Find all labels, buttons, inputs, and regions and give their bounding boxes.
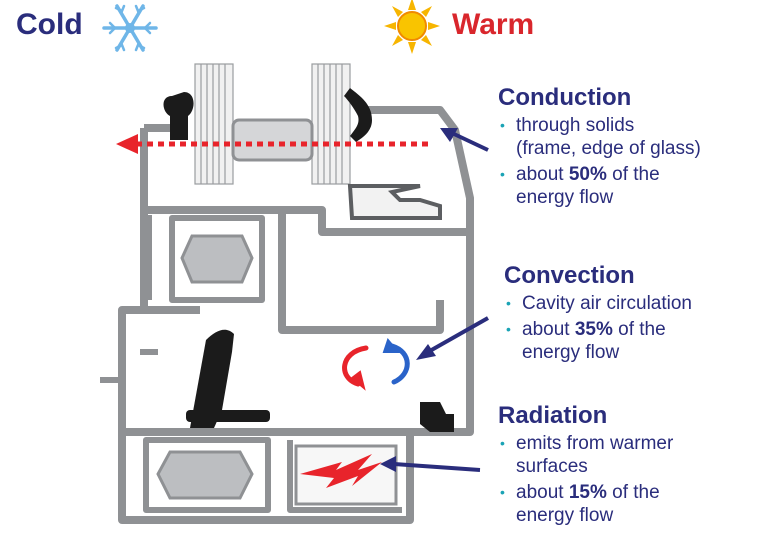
- radiation-title: Radiation: [498, 402, 608, 429]
- conduction-title: Conduction: [498, 84, 632, 111]
- convection-percent: 35%: [574, 319, 613, 340]
- frame-profile: [100, 106, 474, 524]
- conduction-bullet-solids: through solids (frame, edge of glass): [498, 114, 760, 160]
- convection-title: Convection: [504, 262, 635, 289]
- radiation-bullet-emits: emits from warmer surfaces: [498, 432, 760, 478]
- radiation-bolt: [300, 454, 382, 488]
- conduction-heat-arrow: [116, 134, 430, 154]
- conduction-percent: 50%: [568, 164, 607, 185]
- sun-icon: [384, 0, 440, 54]
- convection-bullet-cavity: Cavity air circulation: [504, 292, 762, 315]
- conduction-section: Conduction through solids (frame, edge o…: [498, 84, 760, 212]
- glazing-bead: [347, 184, 442, 220]
- snowflake-icon: [102, 4, 158, 52]
- glass-unit: [194, 63, 351, 185]
- convection-circulation-arrows: [342, 337, 410, 391]
- warm-label: Warm: [452, 8, 535, 41]
- convection-section: Convection Cavity air circulation about …: [504, 262, 762, 367]
- conduction-bullet-share: about 50% of the energy flow: [498, 163, 760, 209]
- cold-label: Cold: [16, 8, 83, 41]
- radiation-percent: 15%: [568, 482, 607, 503]
- pointer-arrows: [380, 128, 489, 472]
- radiation-bullet-share: about 15% of the energy flow: [498, 481, 760, 527]
- gaskets: [163, 88, 454, 432]
- convection-bullet-share: about 35% of the energy flow: [504, 318, 762, 364]
- radiation-section: Radiation emits from warmer surfaces abo…: [498, 402, 760, 530]
